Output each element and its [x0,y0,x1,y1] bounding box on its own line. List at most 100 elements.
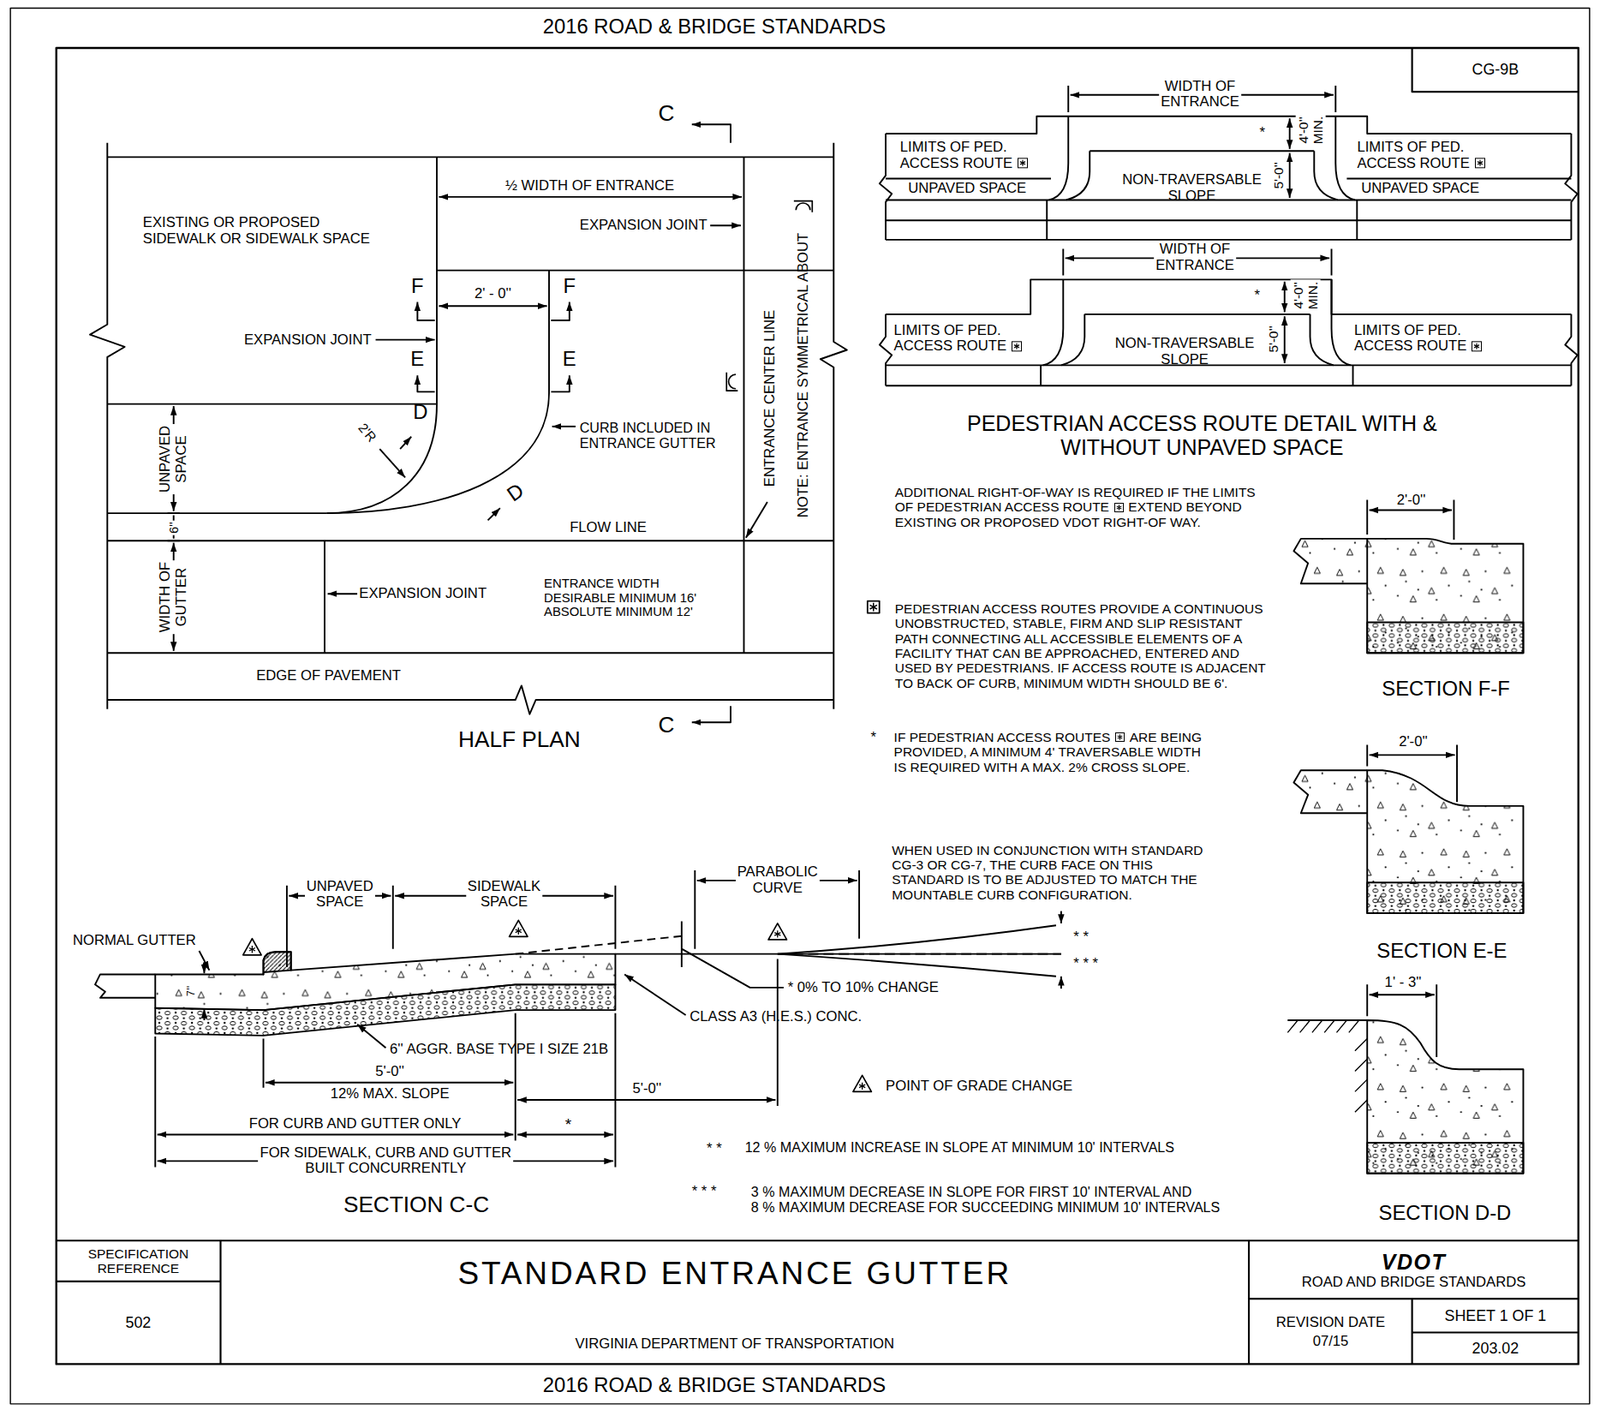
section-d-d-part [1367,984,1437,1057]
section-c-c-part [155,959,778,1168]
pedestrian-route-detail-part [885,279,1571,314]
annotation-text: 7'' [184,985,198,997]
access-route-symbol [1471,340,1482,352]
half-plan-part [743,156,746,653]
pedestrian-route-detail-part [1283,281,1286,313]
access-route-symbol [1474,158,1486,169]
section-c-c-part [157,1133,514,1135]
annotation-text: SECTION D-D [1379,1201,1512,1225]
annotation-text: ADDITIONAL RIGHT-OF-WAY IS REQUIRED IF T… [895,484,1256,530]
annotation-text: NON-TRAVERSABLE SLOPE [1122,173,1262,205]
annotation-text: 2'R [355,420,380,446]
annotation-text: LIMITS OF PED. ACCESS ROUTE [1354,322,1482,355]
pedestrian-route-detail [867,85,1578,614]
sheet-border [10,8,1590,1404]
sheet-border-part [56,47,1579,1364]
annotation-text: NORMAL GUTTER [72,932,197,950]
section-e-e-part [1369,753,1456,756]
pedestrian-route-detail-part [1289,118,1291,150]
drawing-title: STANDARD ENTRANCE GUTTER [457,1255,1012,1291]
half-plan-part [746,501,768,538]
annotation-text: UNPAVED SPACE [304,878,376,911]
annotation-text: * * * [692,1183,717,1200]
section-e-e-part [1367,882,1523,914]
annotation-text: E [562,347,577,371]
half-plan-part [488,507,501,520]
section-c-c-part [777,925,1057,977]
annotation-text: SIDEWALK SPACE [465,878,543,911]
annotation-text: 6'' AGGR. BASE TYPE I SIZE 21B [389,1040,609,1057]
annotation-text: SECTION F-F [1381,677,1511,701]
annotation-text: EXPANSION JOINT [244,331,372,348]
section-c-c-part [1060,976,1063,989]
pedestrian-route-detail-part [885,116,1571,134]
annotation-text: 12 % MAXIMUM INCREASE IN SLOPE AT MINIMU… [745,1139,1175,1155]
annotation-text: 5'-0'' [632,1080,662,1098]
half-plan-part [328,592,359,595]
title-block-cell: 203.02 [1412,1332,1579,1365]
half-plan-part [436,269,834,272]
annotation-text: C [657,712,675,738]
half-plan-part [376,339,436,341]
annotation-text: * [871,729,877,747]
annotation-text: VIRGINIA DEPARTMENT OF TRANSPORTATION [574,1336,895,1353]
annotation-text: D [502,479,528,508]
annotation-text: PEDESTRIAN ACCESS ROUTE DETAIL WITH & WI… [967,410,1438,459]
sheet-border-part [56,47,1579,1364]
annotation-text: NOTE: ENTRANCE SYMMETRICAL ABOUT [794,232,812,519]
cell-text: SHEET 1 OF 1 [1444,1307,1547,1326]
annotation-text: 5'-0'' [1265,323,1281,354]
sheet-border-part [10,8,1590,1404]
annotation-text: WIDTH OF GUTTER [157,560,190,634]
section-d-d-part [1287,1019,1368,1021]
annotation-text: WIDTH OF ENTRANCE [1153,242,1236,275]
half-plan-part [550,375,569,392]
annotation-text: HALF PLAN [458,727,581,753]
annotation-text: 2016 ROAD & BRIDGE STANDARDS [543,1373,887,1397]
annotation-text: SECTION E-E [1376,939,1507,963]
annotation-text: 4'-0'' MIN. [1295,114,1326,147]
section-c-c-part [509,919,528,937]
cell-text: CG-9B [1472,60,1520,79]
annotation-text: CURB INCLUDED IN ENTRANCE GUTTER [579,419,717,451]
annotation-text: WHEN USED IN CONJUNCTION WITH STANDARD C… [891,842,1203,902]
section-c-c-part [517,1133,614,1135]
half-plan-part [107,155,834,158]
section-c-c-part [265,1081,514,1084]
annotation-text: C [657,101,675,127]
section-d-d-part [1367,1020,1523,1174]
half-plan-part [692,124,731,143]
section-f-f [1293,500,1523,654]
access-route-symbol [1114,502,1124,513]
section-e-e-part [1367,770,1523,914]
section-d-d-part [1369,993,1435,996]
section-c-c-part [681,920,784,987]
annotation-text: PEDESTRIAN ACCESS ROUTES PROVIDE A CONTI… [895,601,1266,691]
annotation-text: 5'-0'' [375,1063,405,1081]
half-plan-part [107,540,834,653]
annotation-text: E [410,347,424,371]
half-plan-part [726,372,738,391]
half-plan-part [552,425,576,428]
cell-text: 07/15 [1313,1332,1350,1350]
half-plan-part [794,201,812,213]
section-c-c-part [95,973,156,998]
cell-text: SPECIFICATION REFERENCE [88,1246,189,1278]
half-plan-part [107,156,437,514]
half-plan-part [438,304,547,307]
section-c-c-part [202,961,205,974]
annotation-text: UNPAVED SPACE [1361,180,1480,198]
half-plan-part [550,302,569,321]
access-route-symbol [1115,732,1125,742]
half-plan-part [710,224,741,227]
section-c-c-part [515,935,687,954]
annotation-text: 1' - 3'' [1385,974,1422,992]
annotation-text: NON-TRAVERSABLE SLOPE [1115,335,1255,368]
section-c-c-part [624,973,686,1015]
section-c-c-part [202,1008,205,1021]
annotation-text: F [411,274,424,298]
section-f-f-part [1367,622,1523,654]
annotation-text: UNPAVED SPACE [907,180,1027,198]
annotation-text: FOR SIDEWALK, CURB AND GUTTER BUILT CONC… [257,1145,514,1177]
